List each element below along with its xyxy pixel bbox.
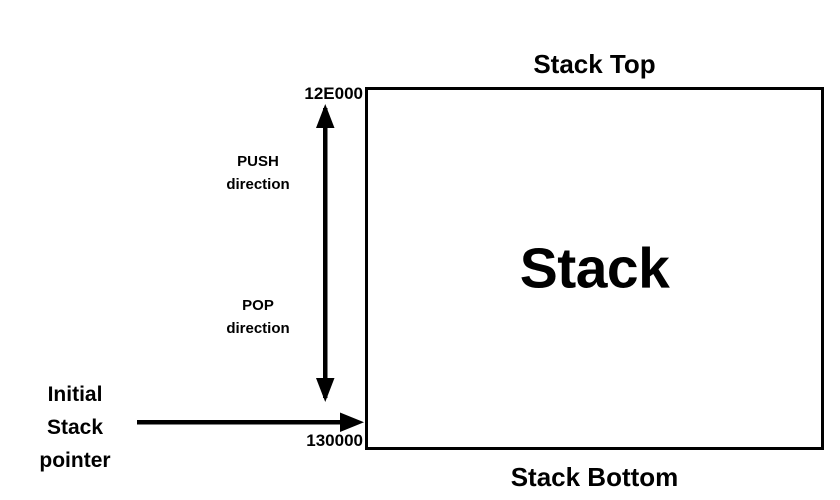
double-headed-vertical-arrow-icon <box>316 104 335 402</box>
initial-stack-pointer-label: Initial Stack pointer <box>10 378 140 478</box>
stack-box-label: Stack <box>519 236 670 300</box>
push-direction-line2: direction <box>226 176 290 194</box>
stack-bottom-label: Stack Bottom <box>510 462 679 492</box>
address-bottom-label: 130000 <box>306 431 363 450</box>
pop-direction-line1: POP <box>242 297 274 314</box>
initial-stack-pointer-line2: Stack <box>46 416 104 440</box>
right-arrow-icon <box>137 412 364 432</box>
push-direction-label: PUSH direction <box>178 150 338 197</box>
initial-stack-pointer-line1: Initial <box>47 383 103 406</box>
stack-memory-box: Stack <box>365 87 824 450</box>
pop-direction-line2: direction <box>226 320 290 338</box>
address-top-label: 12E000 <box>304 84 363 103</box>
stack-top-label: Stack Top <box>533 49 656 79</box>
initial-stack-pointer-line3: pointer <box>39 449 111 473</box>
push-direction-line1: PUSH <box>237 153 279 170</box>
pop-direction-label: POP direction <box>178 294 338 341</box>
